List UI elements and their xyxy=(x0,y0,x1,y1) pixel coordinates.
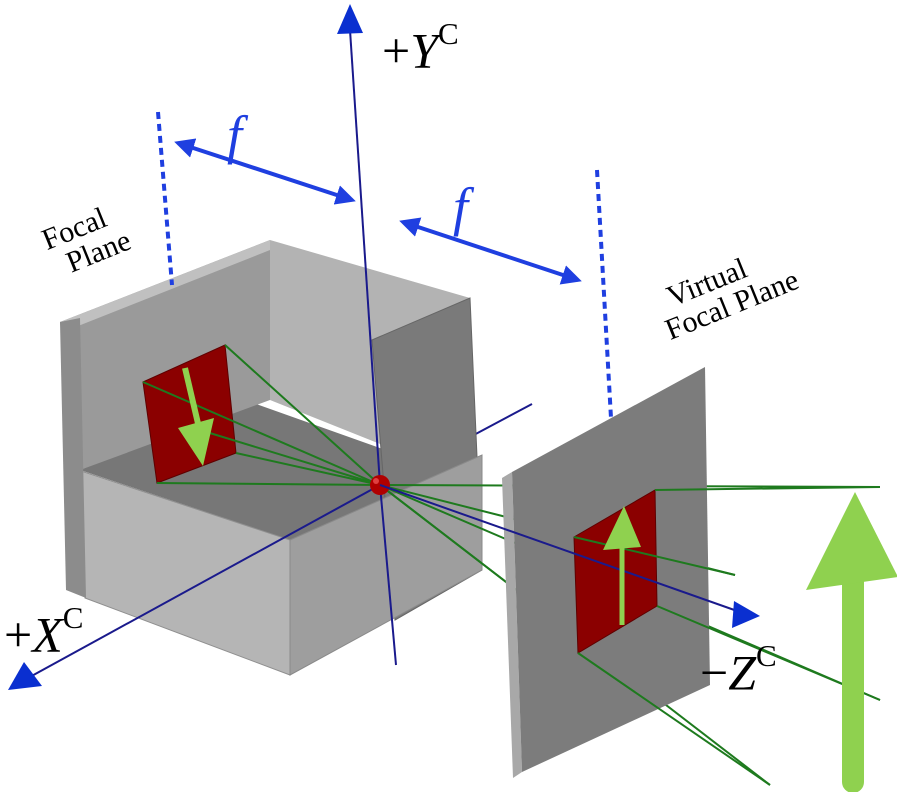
focal-length-arrow-2 xyxy=(399,217,582,285)
virtual-plane-marker xyxy=(595,169,613,419)
virtual-plane-edge xyxy=(502,472,522,778)
y-axis-head-icon xyxy=(337,4,363,34)
focal-plane-marker xyxy=(156,111,174,286)
focal-length-label-1: f xyxy=(227,105,243,165)
upright-image-arrow xyxy=(603,506,641,625)
y-axis-label: +YC xyxy=(382,16,459,79)
inverted-image-arrow xyxy=(178,367,214,466)
x-axis-label: +XC xyxy=(4,600,84,663)
z-axis-head-icon xyxy=(732,601,760,628)
box-left-rim xyxy=(60,240,270,330)
y-axis-lower xyxy=(379,484,397,666)
focal-length-arrow-1 xyxy=(174,138,356,205)
pinhole-highlight xyxy=(373,478,379,484)
z-axis xyxy=(379,484,741,613)
x-axis-head-icon xyxy=(8,662,42,690)
back-rays xyxy=(142,344,381,486)
y-axis xyxy=(349,29,381,486)
x-axis xyxy=(27,484,381,679)
box-front-right-face xyxy=(289,454,483,676)
z-axis-label: −ZC xyxy=(700,638,777,701)
focal-length-label-2: f xyxy=(453,177,469,237)
box-left-side xyxy=(60,318,86,598)
object-arrow xyxy=(806,492,897,792)
